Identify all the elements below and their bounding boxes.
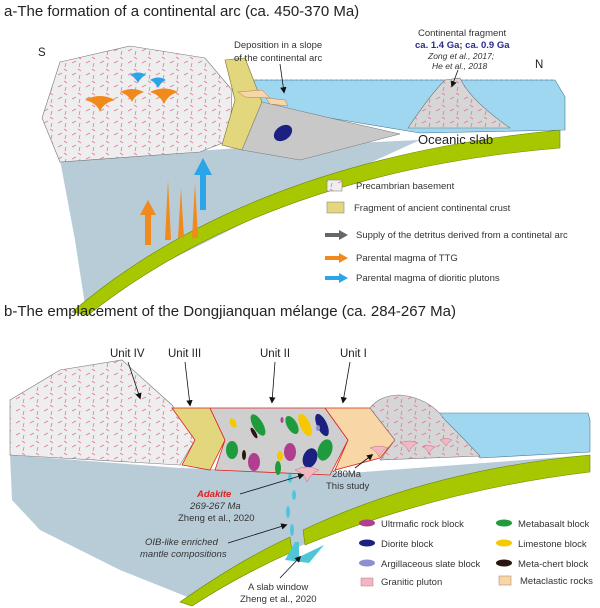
dioritic-magma-arrow xyxy=(194,158,212,210)
legend-item: Metabasalt block xyxy=(518,519,590,530)
deposition-label: Deposition in a slope xyxy=(234,40,322,51)
ttg-magma-arrow xyxy=(140,180,198,245)
diorite-plutons xyxy=(130,72,166,88)
panel-a: a-The formation of a continental arc (ca… xyxy=(4,3,568,316)
fragment-ages: ca. 1.4 Ga; ca. 0.9 Ga xyxy=(415,40,510,51)
subducting-slab-upper xyxy=(302,454,591,546)
legend-item: Granitic pluton xyxy=(381,577,442,588)
unit-iii-label: Unit III xyxy=(168,348,201,360)
granitic-plutons xyxy=(294,438,453,483)
north-label: N xyxy=(535,59,543,71)
legend-item: Supply of the detritus derived from a co… xyxy=(356,230,568,241)
fragment-ref-2: He et al., 2018 xyxy=(432,61,488,71)
oceanic-slab xyxy=(71,129,561,316)
legend-item: Meta-chert block xyxy=(518,559,588,570)
fragment-label: Continental fragment xyxy=(418,28,507,39)
pluton-swatch xyxy=(360,577,374,587)
diorite-pluton xyxy=(273,124,293,142)
unit-ii-label: Unit II xyxy=(260,348,290,360)
oib-label-2: mantle compositions xyxy=(140,549,227,560)
ancient-crust-swatch xyxy=(326,201,345,214)
this-study-label: This study xyxy=(326,481,370,492)
age-280-label: 280Ma xyxy=(332,469,362,480)
south-label: S xyxy=(38,47,46,59)
gray-arrow-icon xyxy=(325,230,348,240)
legend-item: Limestone block xyxy=(518,539,587,550)
oceanic-slab-label: Oceanic slab xyxy=(418,132,493,147)
slope-deposits xyxy=(237,89,271,99)
unit-iv-label: Unit IV xyxy=(110,348,145,360)
accretionary-wedge xyxy=(241,101,401,161)
legend-item: Parental magma of TTG xyxy=(356,253,458,264)
adakite-age: 269-267 Ma xyxy=(189,501,241,512)
slate-swatch xyxy=(359,559,375,567)
ttg-plutons xyxy=(85,88,178,112)
blue-arrow-icon xyxy=(325,273,348,283)
legend-item: Precambrian basement xyxy=(356,181,455,192)
panel-a-title: a-The formation of a continental arc (ca… xyxy=(4,3,359,20)
panel-b: b-The emplacement of the Dongjianquan mé… xyxy=(4,303,593,607)
legend-item: Diorite block xyxy=(381,539,434,550)
metaclastic-swatch xyxy=(498,575,512,586)
metabasalt-swatch xyxy=(496,519,512,527)
legend-item: Ultrmafic rock block xyxy=(381,519,464,530)
legend-item: Parental magma of dioritic plutons xyxy=(356,273,500,284)
continental-fragment xyxy=(407,77,511,129)
precambrian-basement xyxy=(9,359,196,466)
chert-swatch xyxy=(496,559,512,567)
continental-fragment xyxy=(369,394,481,461)
mantle xyxy=(10,455,590,598)
melange-blocks xyxy=(226,413,333,475)
legend-b: Ultrmafic rock block Diorite block Argil… xyxy=(359,519,593,588)
adakite-label: Adakite xyxy=(196,489,232,500)
limestone-swatch xyxy=(496,539,512,547)
subducting-slab xyxy=(179,536,293,607)
legend-item: Fragment of ancient continental crust xyxy=(354,203,511,214)
ultramafic-swatch xyxy=(359,519,375,527)
legend-a: Precambrian basement Fragment of ancient… xyxy=(325,179,568,284)
slab-window-label: A slab window xyxy=(248,582,308,593)
slab-window-ref: Zheng et al., 2020 xyxy=(240,594,317,605)
fragment-ref-1: Zong et al., 2017; xyxy=(427,51,495,61)
unit-i-label: Unit I xyxy=(340,348,367,360)
panel-b-title: b-The emplacement of the Dongjianquan mé… xyxy=(4,303,456,320)
orange-arrow-icon xyxy=(325,253,348,263)
precambrian-basement xyxy=(41,45,233,163)
oib-label-1: OIB-like enriched xyxy=(145,537,219,548)
diorite-swatch xyxy=(359,539,375,547)
legend-item: Metaclastic rocks xyxy=(520,576,593,587)
legend-item: Argillaceous slate block xyxy=(381,559,481,570)
deposition-label-2: of the continental arc xyxy=(234,53,322,64)
basement-swatch xyxy=(326,179,343,192)
adakite-ref: Zheng et al., 2020 xyxy=(178,513,255,524)
